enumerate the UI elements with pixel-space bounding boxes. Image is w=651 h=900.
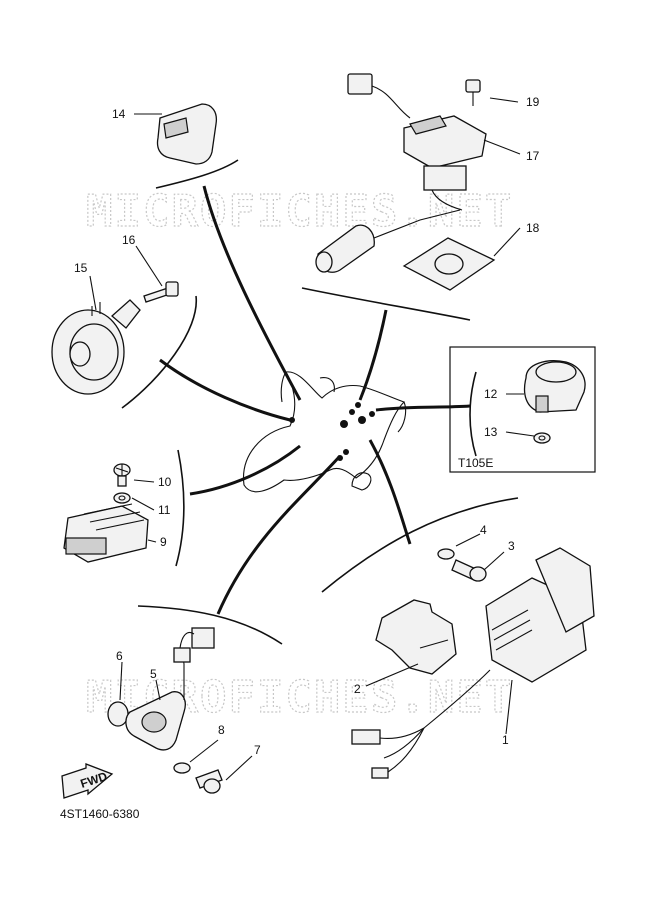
callout-11: 11 [158, 503, 171, 517]
callout-19: 19 [526, 95, 540, 109]
callout-9: 9 [160, 535, 167, 549]
catalog-number: 4ST1460-6380 [60, 807, 140, 821]
screw-part-7 [195, 769, 223, 794]
callout-17: 17 [526, 149, 540, 163]
gasket-part-18 [402, 237, 496, 291]
callouts: 1 2 3 4 5 6 7 8 9 10 11 12 13 14 15 16 1… [74, 95, 540, 757]
callout-3: 3 [508, 539, 515, 553]
sensor-part-5 [125, 627, 215, 751]
callout-leaders [89, 97, 535, 781]
callout-2: 2 [354, 682, 361, 696]
fwd-arrow: FWD [61, 763, 114, 799]
callout-8: 8 [218, 723, 225, 737]
callout-14: 14 [112, 107, 126, 121]
connector-dot [343, 449, 349, 455]
washer-part-4 [437, 548, 455, 560]
callout-18: 18 [526, 221, 540, 235]
connector-dot [355, 402, 361, 408]
rectifier-part-9 [63, 503, 149, 563]
callout-6: 6 [116, 649, 123, 663]
bolt-part-19 [465, 79, 481, 106]
callout-16: 16 [122, 233, 136, 247]
callout-12: 12 [484, 387, 498, 401]
connector-dot [358, 416, 366, 424]
connector-dot [289, 417, 295, 423]
washer-part-11 [113, 492, 131, 504]
watermark-top: MICROFICHES.NET [86, 186, 513, 237]
bracket-part-2 [375, 599, 457, 675]
callout-7: 7 [254, 743, 261, 757]
fuel-pump [315, 209, 461, 273]
inset-box: T105E [449, 346, 596, 473]
connector-dot [349, 409, 355, 415]
callout-4: 4 [480, 523, 487, 537]
sensor-part-12 [523, 360, 586, 413]
fuel-sender-part-17 [347, 73, 487, 211]
group-leaders [159, 185, 471, 615]
horn-part-15 [51, 299, 141, 395]
connector-dot [340, 420, 348, 428]
relay-part-14 [156, 103, 218, 165]
washer-part-8 [173, 762, 191, 774]
bolt-part-16 [143, 281, 179, 303]
scooter-silhouette [243, 371, 407, 493]
group-panels [121, 159, 519, 645]
cdi-unit-part-1 [485, 547, 595, 683]
callout-13: 13 [484, 425, 498, 439]
callout-10: 10 [158, 475, 172, 489]
screw-part-3 [451, 559, 487, 582]
connector-dot [369, 411, 375, 417]
callout-1: 1 [502, 733, 509, 747]
oring-part-6 [107, 701, 129, 727]
inset-code: T105E [458, 456, 493, 470]
cdi-harness [351, 669, 491, 779]
screw-part-10 [113, 463, 131, 487]
callout-5: 5 [150, 667, 157, 681]
washer-part-13 [533, 432, 551, 444]
callout-15: 15 [74, 261, 88, 275]
